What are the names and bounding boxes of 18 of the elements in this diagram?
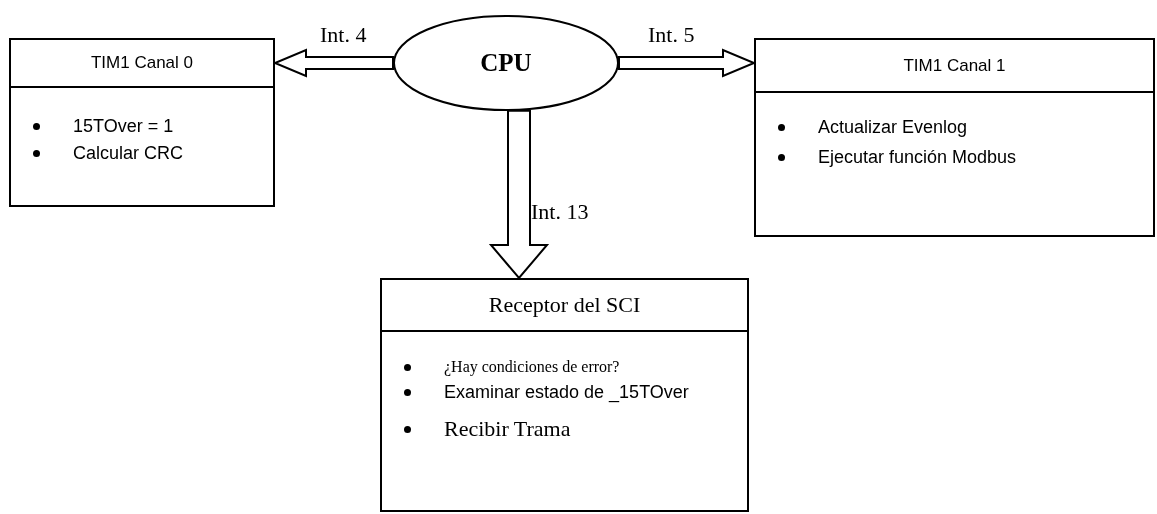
bullet-text: Calcular CRC [73, 143, 184, 164]
bullet-text: ¿Hay condiciones de error? [444, 358, 620, 375]
process-box [9, 38, 275, 207]
bullet-text: Ejecutar función Modbus [818, 147, 1017, 168]
ellipse-node [393, 15, 619, 111]
box-heading: TIM1 Canal 0 [90, 53, 193, 73]
bullet-text: Examinar estado de _15TOver [444, 381, 689, 402]
box-heading: Receptor del SCI [488, 292, 641, 318]
node-label: CPU [480, 49, 532, 77]
bullet-text: 15TOver = 1 [73, 116, 174, 136]
process-box [754, 38, 1155, 237]
block-arrow [618, 48, 757, 78]
block-arrow [488, 109, 550, 280]
box-heading: TIM1 Canal 1 [903, 55, 1006, 76]
bullet-text: Recibir Trama [444, 415, 571, 441]
block-arrow [272, 48, 394, 78]
bullet-text: Actualizar Evenlog [818, 117, 968, 137]
process-box [380, 278, 749, 512]
